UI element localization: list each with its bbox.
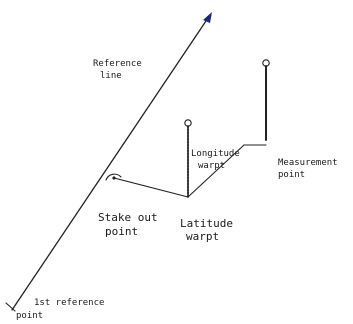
latitude-warp-label-2: warpt [186, 230, 219, 243]
reference-line-label-2: line [100, 71, 122, 81]
measurement-point-label-1: Measurement [278, 158, 338, 168]
reference-line-label-1: Reference [93, 59, 142, 69]
stake-out-point-label-1: Stake out [98, 211, 158, 224]
first-reference-point-label-1: 1st reference [34, 298, 104, 308]
latitude-warp-label-1: Latitude [180, 217, 233, 230]
stake-out-angle-dot [112, 176, 116, 180]
longitude-warp-label-1: Longitude [191, 149, 240, 159]
longitude-warp-label-2: warpt [198, 161, 225, 171]
latitude-warp-line [187, 144, 245, 198]
measurement-point-label-2: point [278, 170, 305, 180]
first-reference-point-label-2: point [16, 311, 43, 321]
stake-out-to-latitude-line [113, 177, 189, 198]
reference-line-arrowhead [203, 12, 212, 23]
stake-out-angle-arc [105, 173, 122, 181]
stake-out-point-label-2: point [105, 225, 138, 238]
first-reference-point-tick [5, 302, 16, 312]
reference-line [11, 17, 209, 311]
